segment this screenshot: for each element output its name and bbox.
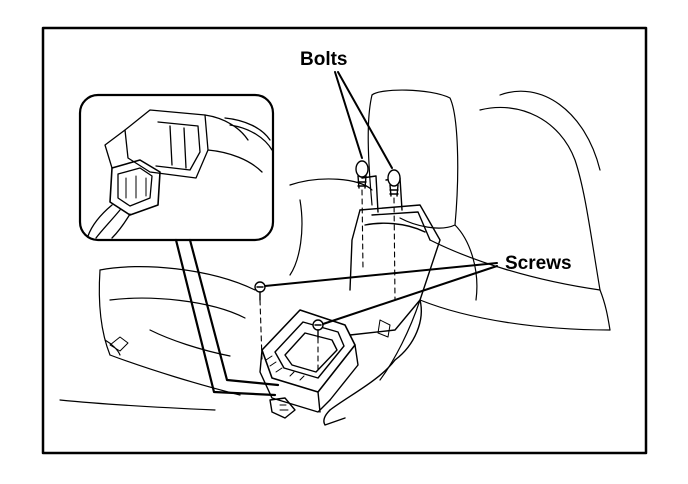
bolts-leader-left	[334, 71, 363, 159]
diagram-frame	[41, 26, 648, 455]
screw-left	[254, 281, 266, 361]
seat-sketch	[59, 89, 611, 411]
bolt-right	[387, 169, 401, 301]
inset-pointer-left	[174, 238, 277, 397]
connector-inset	[78, 93, 280, 397]
bolt-left	[355, 160, 369, 271]
screw-right	[312, 319, 324, 373]
inset-frame	[78, 93, 275, 242]
screw-fasteners	[254, 281, 324, 373]
bolts-callout-label: Bolts	[300, 49, 348, 70]
center-console	[259, 175, 441, 426]
screws-callout-label: Screws	[505, 253, 572, 274]
bolt-fasteners	[355, 160, 401, 301]
screws-leader-left	[264, 262, 498, 287]
bolts-leader-right	[337, 71, 393, 169]
screws-leader-right	[322, 265, 498, 325]
leader-lines	[264, 71, 498, 325]
inset-pointer-right	[188, 238, 280, 387]
